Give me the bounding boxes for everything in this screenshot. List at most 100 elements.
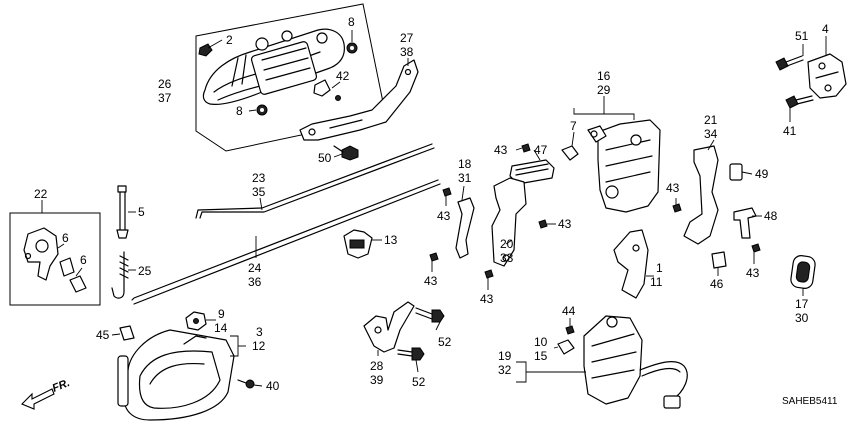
bracket-1-11 (613, 229, 649, 299)
callout-3: 3 (256, 325, 263, 339)
callout-50: 50 (318, 151, 332, 165)
callout-24: 24 (248, 261, 262, 275)
screw-44 (565, 325, 575, 335)
clip-42 (313, 79, 331, 97)
callout-23: 23 (252, 171, 266, 185)
callout-26: 26 (158, 77, 172, 91)
rod-bracket-27-38 (299, 59, 419, 141)
callout-8-top: 8 (348, 15, 355, 29)
callout-43-c: 43 (558, 217, 572, 231)
callout-2: 2 (226, 33, 233, 47)
bolt-43-group (429, 143, 761, 279)
callout-43-g: 43 (746, 266, 760, 280)
callout-34: 34 (704, 127, 718, 141)
diagram-code: SAHEB5411 (782, 396, 838, 407)
callout-16: 16 (597, 69, 611, 83)
callout-36: 36 (248, 275, 262, 289)
bolt-43-g (751, 243, 761, 253)
rod-23-35 (195, 143, 433, 219)
clip-48 (733, 207, 757, 239)
outer-handle-group (195, 3, 387, 152)
callout-43-a: 43 (494, 143, 508, 157)
clip-9-14 (185, 311, 207, 331)
bolt-50 (333, 145, 359, 161)
callout-4: 4 (822, 22, 829, 36)
bolt-43-b (442, 187, 452, 197)
callout-48: 48 (764, 209, 778, 223)
callout-6-a: 6 (62, 231, 69, 245)
clip-49 (729, 163, 743, 181)
callout-45: 45 (96, 328, 110, 342)
callout-44: 44 (562, 304, 576, 318)
callout-22: 22 (34, 187, 48, 201)
bolt-43-e (484, 269, 494, 279)
clip-part-2 (198, 43, 213, 57)
callout-14: 14 (214, 321, 228, 335)
callout-21: 21 (704, 113, 718, 127)
pad-17-30 (790, 255, 816, 289)
bolt-43-a (521, 143, 531, 153)
callout-42: 42 (336, 69, 350, 83)
rods (131, 143, 441, 305)
bolt-43-d (429, 252, 439, 262)
door-latch-16-29 (587, 119, 661, 213)
grommet-46 (711, 251, 727, 269)
front-direction-arrow: FR. (21, 377, 72, 410)
rod-24-36 (131, 179, 439, 301)
bolt-52-a (415, 307, 445, 323)
callout-35: 35 (252, 185, 266, 199)
actuator-19-32 (583, 315, 688, 409)
callout-8-bottom: 8 (236, 104, 243, 118)
callout-49: 49 (755, 167, 769, 181)
holder-13 (343, 229, 373, 259)
callout-37: 37 (158, 91, 172, 105)
callout-43-d: 43 (424, 274, 438, 288)
callout-9: 9 (218, 307, 225, 321)
callout-51: 51 (795, 29, 809, 43)
bolt-43-f (672, 203, 682, 213)
callout-20: 20 (500, 237, 514, 251)
callout-52-a: 52 (438, 335, 452, 349)
box-22 (9, 212, 101, 306)
callout-7: 7 (570, 119, 577, 133)
callout-38: 38 (400, 45, 414, 59)
callout-30: 30 (795, 311, 809, 325)
bolt-43-c (538, 219, 548, 229)
callout-25: 25 (138, 264, 152, 278)
rod-5 (116, 185, 129, 239)
pad-47 (509, 159, 555, 185)
rod-bracket-21-34 (683, 145, 719, 245)
callout-29: 29 (597, 83, 611, 97)
callout-6-b: 6 (80, 253, 87, 267)
callout-11: 11 (650, 275, 663, 289)
rod-25 (111, 251, 129, 299)
callout-47: 47 (534, 143, 548, 157)
fr-label: FR. (51, 377, 72, 395)
bracket-28-39 (363, 301, 415, 353)
outer-handle-grip (250, 41, 318, 95)
callout-40: 40 (266, 379, 280, 393)
callout-41: 41 (783, 124, 797, 138)
latch-box-22 (9, 212, 101, 306)
bolt-41 (785, 95, 814, 109)
callout-15: 15 (534, 349, 548, 363)
bolt-52-b (397, 347, 425, 361)
callout-32: 32 (498, 363, 512, 377)
striker-4 (807, 53, 847, 99)
clip-10-15 (557, 339, 575, 355)
callout-10: 10 (534, 335, 548, 349)
callout-17: 17 (795, 297, 809, 311)
callout-27: 27 (400, 31, 414, 45)
callout-39: 39 (370, 373, 384, 387)
callout-33: 33 (500, 251, 514, 265)
callout-46: 46 (710, 277, 724, 291)
callout-1: 1 (656, 261, 663, 275)
callout-31: 31 (458, 171, 472, 185)
bolt-51 (775, 55, 804, 71)
callout-43-b: 43 (437, 209, 451, 223)
callout-13: 13 (384, 233, 398, 247)
inner-handle (117, 329, 235, 421)
callout-19: 19 (498, 349, 512, 363)
leader-lines (41, 30, 827, 387)
